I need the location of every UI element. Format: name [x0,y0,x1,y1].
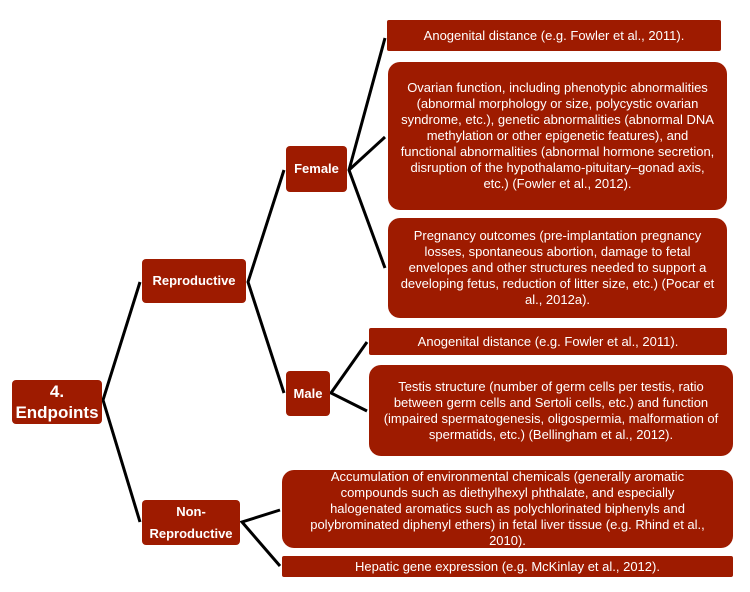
female-item-ovarian: Ovarian function, including phenotypic a… [388,62,727,210]
female-node: Female [286,146,347,192]
nonrep-item-accumulation: Accumulation of environmental chemicals … [282,469,733,548]
connector-reproductive-sex [246,169,286,394]
male-node: Male [286,371,330,416]
male-item-anogenital: Anogenital distance (e.g. Fowler et al.,… [369,328,727,355]
male-item-testis: Testis structure (number of germ cells p… [369,365,733,456]
connector-male-items [328,341,369,413]
connector-root-reproductive [101,281,142,523]
connector-nonrep-items [239,508,282,567]
connector-female-ovarian [347,135,387,172]
female-item-pregnancy: Pregnancy outcomes (pre-implantation pre… [388,218,727,318]
female-item-anogenital: Anogenital distance (e.g. Fowler et al.,… [387,20,721,51]
root-endpoints-node: 4. Endpoints [12,380,102,424]
reproductive-node: Reproductive [142,259,246,303]
non-reproductive-node: Non-Reproductive [142,500,240,545]
nonrep-item-hepatic: Hepatic gene expression (e.g. McKinlay e… [282,556,733,577]
